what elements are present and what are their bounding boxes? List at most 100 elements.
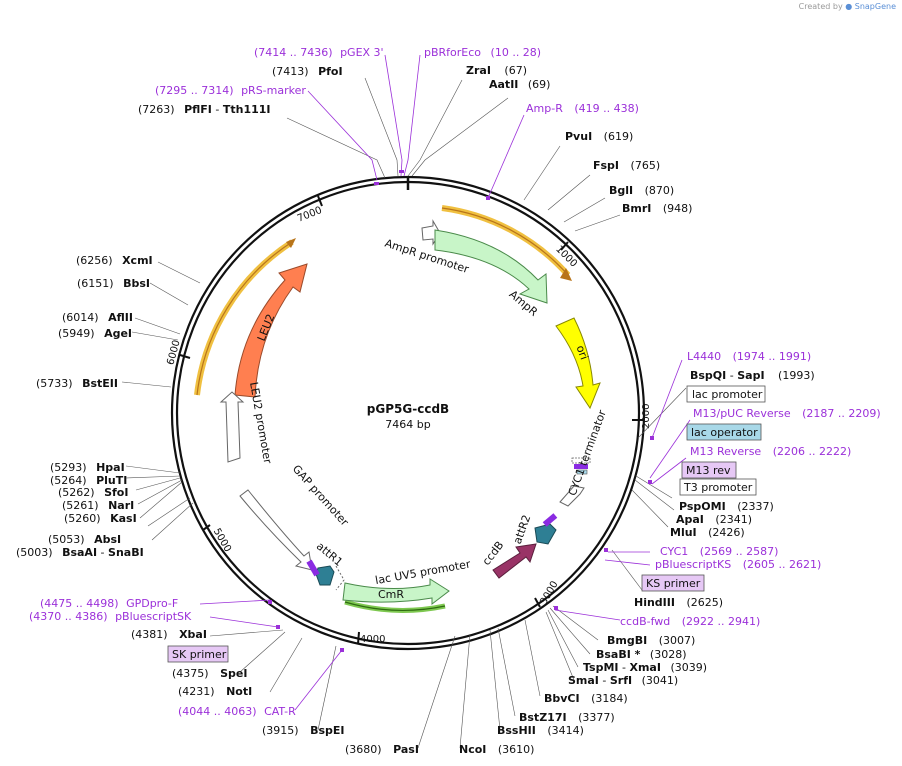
leu2-promoter-arrow — [219, 391, 245, 463]
label-cyc1-terminator: CYC1 terminator — [566, 408, 609, 498]
enzyme-absi: (5053) AbsI — [48, 533, 121, 546]
primer-m13-reverse: M13 Reverse (2206 .. 2222) — [690, 445, 851, 458]
gap-promoter-arrow — [239, 489, 313, 571]
primer-prs-marker: (7295 .. 7314) pRS-marker — [155, 84, 306, 97]
enzyme-aflii: (6014) AflII — [62, 311, 133, 324]
enzyme-labels: ZraI (67) AatII (69) PvuI (619) FspI (76… — [16, 64, 815, 756]
enzyme-hindiii: HindIII (2625) — [634, 596, 723, 609]
m13-primer-mark — [574, 464, 588, 469]
m13-rev-label: M13 rev — [686, 464, 731, 477]
tick-mark — [357, 631, 360, 645]
primer-amp-r: Amp-R (419 .. 438) — [526, 102, 639, 115]
ks-primer-box — [641, 574, 705, 592]
tick-label-3000: 3000 — [538, 579, 560, 607]
attr1-primer-mark — [306, 559, 320, 577]
credit-text: Created by — [798, 2, 843, 11]
lac-operator-box — [686, 423, 762, 441]
primer-pbluescriptsk: (4370 .. 4386) pBluescriptSK — [29, 610, 192, 623]
sk-primer-box — [167, 645, 229, 663]
tick-label-4000: 4000 — [360, 634, 385, 645]
enzyme-bstz17i: BstZ17I (3377) — [519, 711, 615, 724]
lac-promoter-box — [686, 385, 766, 403]
ampr-orf-arc-line — [441, 207, 569, 276]
sk-primer-label: SK primer — [172, 648, 227, 661]
label-cmr: CmR — [378, 588, 404, 601]
enzyme-xcmi: (6256) XcmI — [76, 254, 153, 267]
enzyme-bmri: BmrI (948) — [622, 202, 692, 215]
primer-m13-puc-reverse: M13/pUC Reverse (2187 .. 2209) — [693, 407, 881, 420]
enzyme-bbsi: (6151) BbsI — [77, 277, 150, 290]
primer-l4440: L4440 (1974 .. 1991) — [687, 350, 811, 363]
enzyme-tspmi: TspMI - XmaI (3039) — [583, 661, 707, 674]
enzyme-smai: SmaI - SrfI (3041) — [568, 674, 678, 687]
enzyme-bmgbi: BmgBI (3007) — [607, 634, 695, 647]
enzyme-pasi: (3680) PasI — [345, 743, 419, 756]
label-ori: ori — [574, 344, 591, 362]
plasmid-size: 7464 bp — [385, 418, 430, 431]
t3-promoter-label: T3 promoter — [683, 481, 753, 494]
m13-rev-box — [681, 461, 737, 479]
enzyme-kasi: (5260) KasI — [64, 512, 137, 525]
enzyme-spei: (4375) SpeI — [172, 667, 247, 680]
ori-arrow — [555, 317, 601, 410]
lac-operator-label: lac operator — [691, 426, 758, 439]
enzyme-bsaai: (5003) BsaAI - SnaBI — [16, 546, 144, 559]
cyc1-terminator-arrow — [559, 485, 585, 507]
ks-primer-label: KS primer — [646, 577, 701, 590]
tick-mark — [179, 354, 191, 359]
primer-ticks — [268, 170, 654, 652]
leu2-arrow — [234, 263, 308, 398]
cmr-arrow — [342, 578, 450, 606]
tick-mark — [534, 597, 541, 608]
t3-promoter-box — [679, 478, 757, 496]
enzyme-xbai: (4381) XbaI — [131, 628, 207, 641]
enzyme-zrai: ZraI (67) — [466, 64, 527, 77]
label-attr2: attR2 — [511, 513, 533, 546]
ccdb-arrow — [492, 543, 537, 579]
tick-mark — [202, 524, 211, 531]
leader-lines — [121, 77, 687, 749]
tick-mark — [317, 195, 323, 207]
enzyme-pspomi: PspOMI (2337) — [679, 500, 774, 513]
attr1-block — [315, 565, 335, 586]
enzyme-agei: (5949) AgeI — [58, 327, 132, 340]
ampr-arrow — [434, 229, 548, 304]
enzyme-bspqi: BspQI - SapI (1993) — [690, 369, 815, 382]
enzyme-pluti: (5264) PluTI — [50, 474, 127, 487]
primer-ccdb-fwd: ccdB-fwd (2922 .. 2941) — [620, 615, 760, 628]
primer-pbluescriptks: pBluescriptKS (2605 .. 2621) — [655, 558, 821, 571]
label-gap-promoter: GAP promoter — [290, 462, 352, 528]
enzyme-bsteii: (5733) BstEII — [36, 377, 118, 390]
brand-text: SnapGene — [854, 2, 896, 11]
primer-gpdpro-f: (4475 .. 4498) GPDpro-F — [40, 597, 178, 610]
enzyme-bgli: BglI (870) — [609, 184, 674, 197]
primer-leader-lines — [199, 54, 691, 711]
lac-promoter-label: lac promoter — [692, 388, 763, 401]
enzyme-bsshii: BssHII (3414) — [497, 724, 584, 737]
lac-promoter-mark — [571, 457, 591, 464]
leu2-orf-arrowhead — [286, 238, 296, 248]
orf-arcs — [194, 205, 572, 613]
enzyme-noti: (4231) NotI — [178, 685, 252, 698]
enzyme-pvui: PvuI (619) — [565, 130, 633, 143]
enzyme-aatii: AatII (69) — [489, 78, 550, 91]
enzyme-ncoi: NcoI (3610) — [459, 743, 534, 756]
enzyme-sfoi: (5262) SfoI — [58, 486, 128, 499]
label-leu2-promoter: LEU2 promoter — [247, 381, 274, 465]
primer-cyc1: CYC1 (2569 .. 2587) — [660, 545, 778, 558]
plasmid-backbone — [170, 175, 646, 651]
features — [219, 219, 601, 606]
enzyme-pfoi: (7413) PfoI — [272, 65, 343, 78]
label-lacuv5-promoter: lac UV5 promoter — [374, 557, 472, 587]
tick-mark — [560, 241, 569, 251]
boxed-labels: lac promoter lac operator M13 rev T3 pro… — [167, 385, 766, 663]
enzyme-apai: ApaI (2341) — [676, 513, 752, 526]
primer-pbrforeco: pBRforEco (10 .. 28) — [424, 46, 541, 59]
label-attr1: attR1 — [314, 540, 345, 569]
primer-pgex3: (7414 .. 7436) pGEX 3' — [254, 46, 384, 59]
lac-operator-mark — [576, 469, 588, 475]
enzyme-fspi: FspI (765) — [593, 159, 660, 172]
enzyme-nari: (5261) NarI — [62, 499, 134, 512]
plasmid-name: pGP5G-ccdB — [367, 402, 449, 416]
